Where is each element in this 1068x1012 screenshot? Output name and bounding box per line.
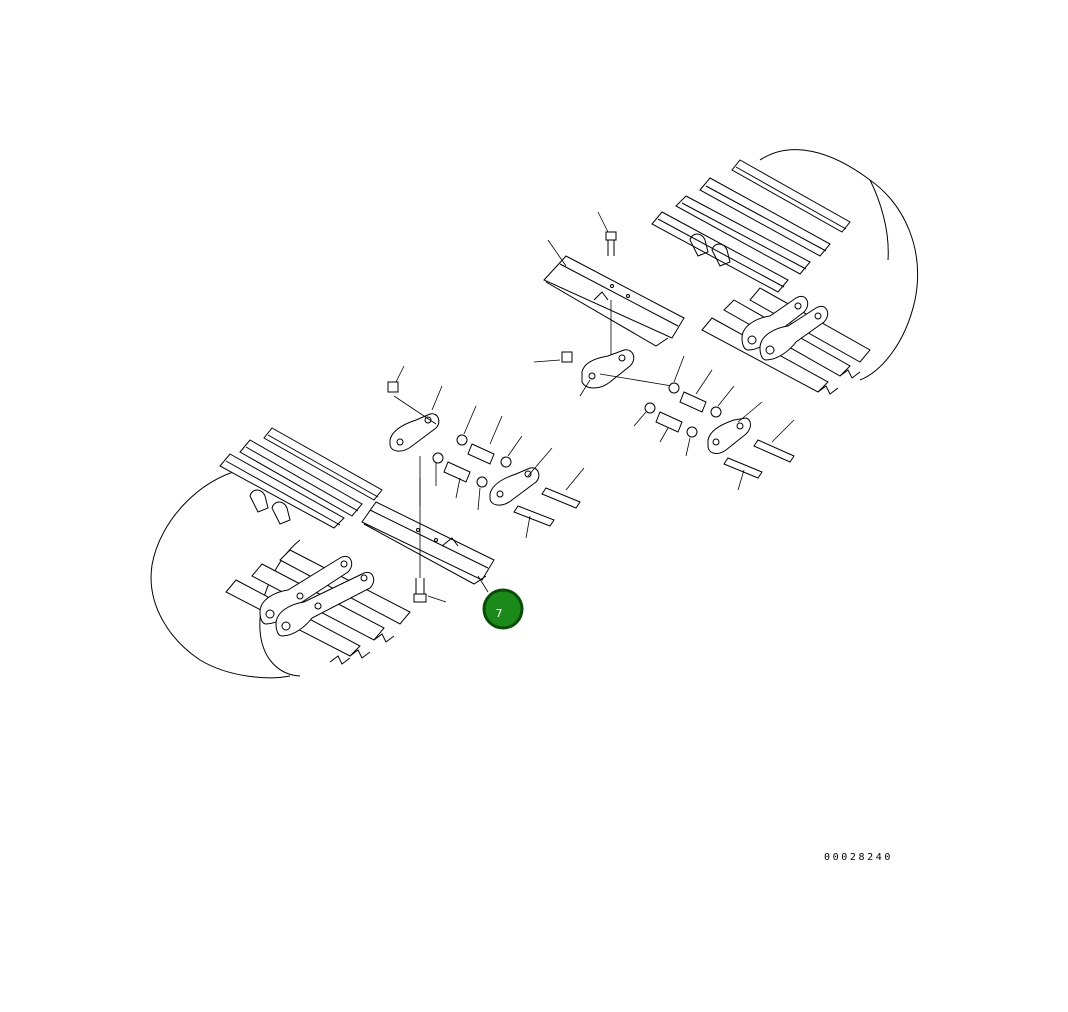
left-link-chain bbox=[259, 556, 375, 637]
shoe-nut-left bbox=[387, 381, 399, 393]
track-pins-middle bbox=[513, 487, 581, 527]
lower-seals-bushings bbox=[432, 434, 512, 488]
left-upper-shoes bbox=[219, 427, 383, 529]
track-pins-right bbox=[723, 439, 795, 479]
drawing-number: 00028240 bbox=[824, 852, 893, 863]
master-link-middle bbox=[489, 467, 540, 506]
callout-label: 7 bbox=[496, 607, 503, 620]
upper-shoe-plate bbox=[543, 255, 685, 347]
shoe-bolt-upper bbox=[605, 231, 617, 362]
shoe-bolt-lower bbox=[413, 578, 427, 603]
right-upper-shoes bbox=[651, 159, 851, 293]
right-link-chain bbox=[741, 296, 829, 361]
left-track-assembly bbox=[150, 427, 411, 679]
master-link-right bbox=[707, 417, 751, 454]
master-link-left bbox=[389, 395, 440, 452]
leader-lines bbox=[395, 211, 795, 603]
lower-shoe-plate bbox=[361, 456, 495, 585]
master-link-upper bbox=[581, 349, 673, 389]
upper-seals-bushings bbox=[644, 382, 722, 438]
exploded-parts bbox=[361, 231, 795, 603]
right-track-assembly bbox=[651, 149, 919, 395]
shoe-nut-upper bbox=[533, 351, 573, 363]
callout-7[interactable]: 7 bbox=[482, 588, 524, 630]
